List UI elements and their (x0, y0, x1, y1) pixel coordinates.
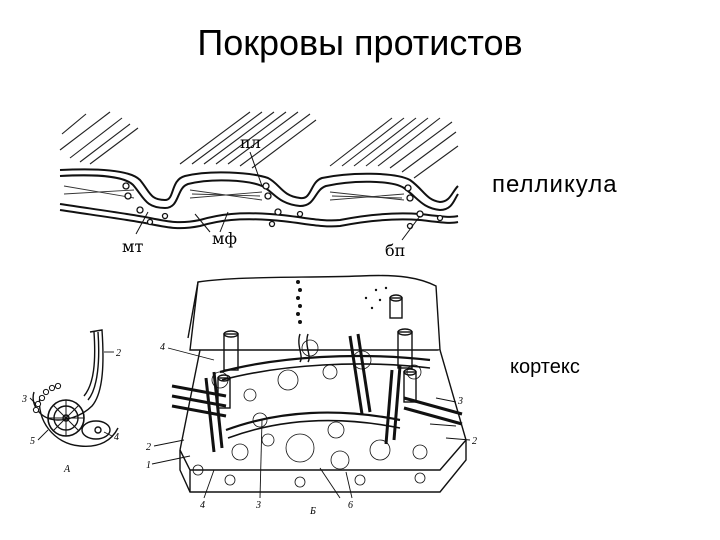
flagellum-callout-4: 4 (114, 432, 119, 443)
cortex-callout-2-right: 2 (472, 436, 477, 447)
cortex-callout-6: 6 (348, 500, 353, 511)
pellicle-callout-bp: бп (385, 241, 405, 260)
pellicle-callout-mf: мф (212, 229, 237, 248)
slide-title: Покровы протистов (197, 22, 523, 63)
flagellum-callout-2: 2 (116, 348, 121, 359)
cortex-callout-4-bottom: 4 (200, 500, 205, 511)
pellicle-callout-pl: пл (240, 133, 261, 152)
pellicle-label: пелликула (492, 171, 618, 198)
cortex-surface-dots (296, 280, 388, 324)
cortex-caption: Б (309, 506, 316, 517)
cortex-callout-1: 1 (146, 460, 151, 471)
pellicle-diagram (59, 111, 459, 241)
cortex-label: кортекс (510, 356, 580, 378)
flagellum-caption: А (63, 464, 71, 475)
cortex-diagram (171, 274, 467, 493)
pellicle-callout-mt: мт (122, 237, 143, 256)
flagellum-callout-5: 5 (30, 436, 35, 447)
flagellum-basal-granules (32, 382, 62, 414)
cortex-callout-3-right: 3 (457, 396, 463, 407)
cortex-callout-4-top: 4 (160, 342, 165, 353)
cortex-callout-2-left: 2 (146, 442, 151, 453)
flagellum-diagram (32, 329, 119, 447)
flagellum-callout-3: 3 (21, 394, 27, 405)
cortex-callout-3-bottom: 3 (255, 500, 261, 511)
